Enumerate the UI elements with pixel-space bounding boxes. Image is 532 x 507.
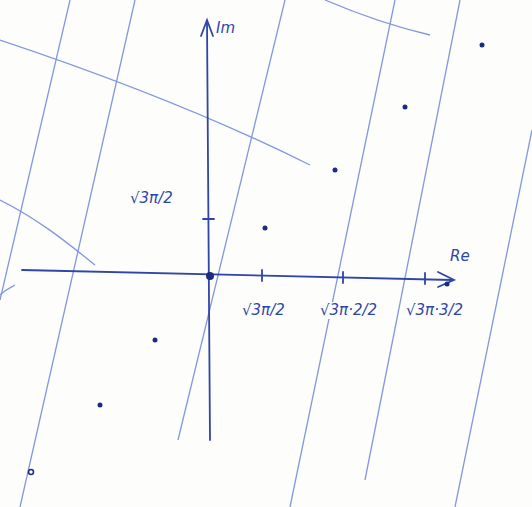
tick-label: √3π·3/2 [404,302,465,319]
axis-label: Im [214,20,237,37]
axis-label: Re [448,248,472,265]
tick-label: √3π·2/2 [318,302,379,319]
tick-label: √3π/2 [128,190,175,207]
tick-label: √3π/2 [240,302,287,319]
